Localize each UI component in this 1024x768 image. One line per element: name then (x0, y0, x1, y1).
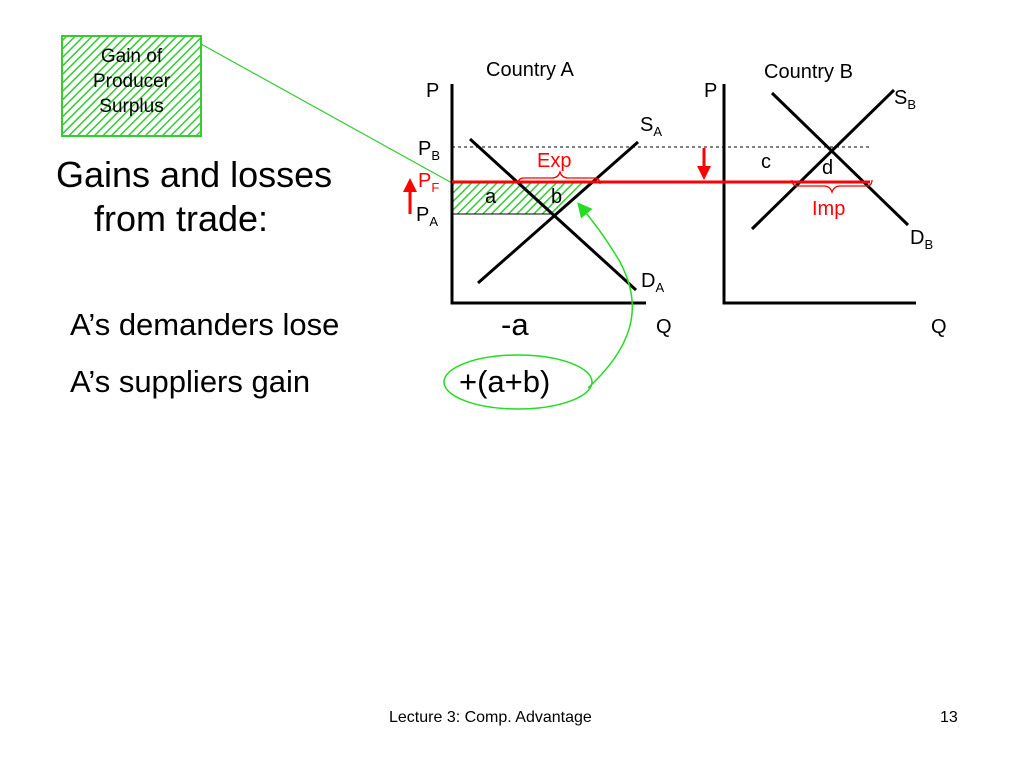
country-b-quantity-axis-label: Q (931, 316, 947, 338)
callout-line-3: Surplus (99, 96, 164, 117)
title-line-1: Gains and losses (56, 154, 333, 195)
imports-label: Imp (812, 198, 846, 220)
area-c-label: c (761, 151, 771, 173)
country-a-quantity-axis-label: Q (656, 316, 672, 338)
price-up-arrow-head (403, 178, 417, 192)
gain-curved-arrow (577, 202, 634, 389)
area-b-label: b (551, 186, 563, 208)
price-label-pf: PF (418, 170, 440, 195)
price-label-pa: PA (416, 204, 439, 229)
page-number: 13 (940, 709, 958, 726)
row-value-suppliers: +(a+b) (459, 364, 551, 399)
slide-title: Gains and losses from trade: (56, 153, 332, 241)
price-down-arrow-head (697, 166, 711, 180)
country-b-price-axis-label: P (704, 80, 718, 102)
area-ab-hatch (452, 182, 596, 214)
area-d-label: d (822, 157, 834, 179)
imports-brace (791, 179, 873, 195)
exports-brace (517, 169, 601, 185)
demand-label-b: DB (910, 227, 934, 252)
demand-line-b (770, 91, 910, 227)
footer-text: Lecture 3: Comp. Advantage (389, 709, 592, 726)
callout-leader-line (200, 43, 453, 184)
area-a-label: a (485, 186, 497, 208)
country-b-axes (722, 84, 916, 305)
demand-label-a: DA (641, 270, 665, 295)
callout-line-2: Producer (92, 71, 171, 92)
callout-line-1: Gain of (100, 46, 163, 67)
price-label-pb: PB (418, 138, 441, 163)
callout-box (61, 35, 202, 137)
supply-line-b (750, 88, 896, 231)
gain-ellipse (443, 354, 593, 410)
supply-label-b: SB (894, 87, 917, 112)
row-label-demanders: A’s demanders lose (70, 307, 340, 342)
country-a-axes (450, 84, 646, 305)
country-b-title: Country B (764, 61, 853, 83)
title-line-2: from trade: (94, 198, 269, 239)
supply-label-a: SA (640, 114, 663, 139)
supply-line-a (477, 140, 639, 285)
country-a-title: Country A (486, 59, 574, 81)
row-label-suppliers: A’s suppliers gain (70, 364, 311, 399)
row-value-demanders: -a (501, 307, 529, 342)
callout-label: Gain of Producer Surplus (62, 44, 201, 119)
country-a-price-axis-label: P (426, 80, 440, 102)
exports-label: Exp (537, 150, 572, 172)
